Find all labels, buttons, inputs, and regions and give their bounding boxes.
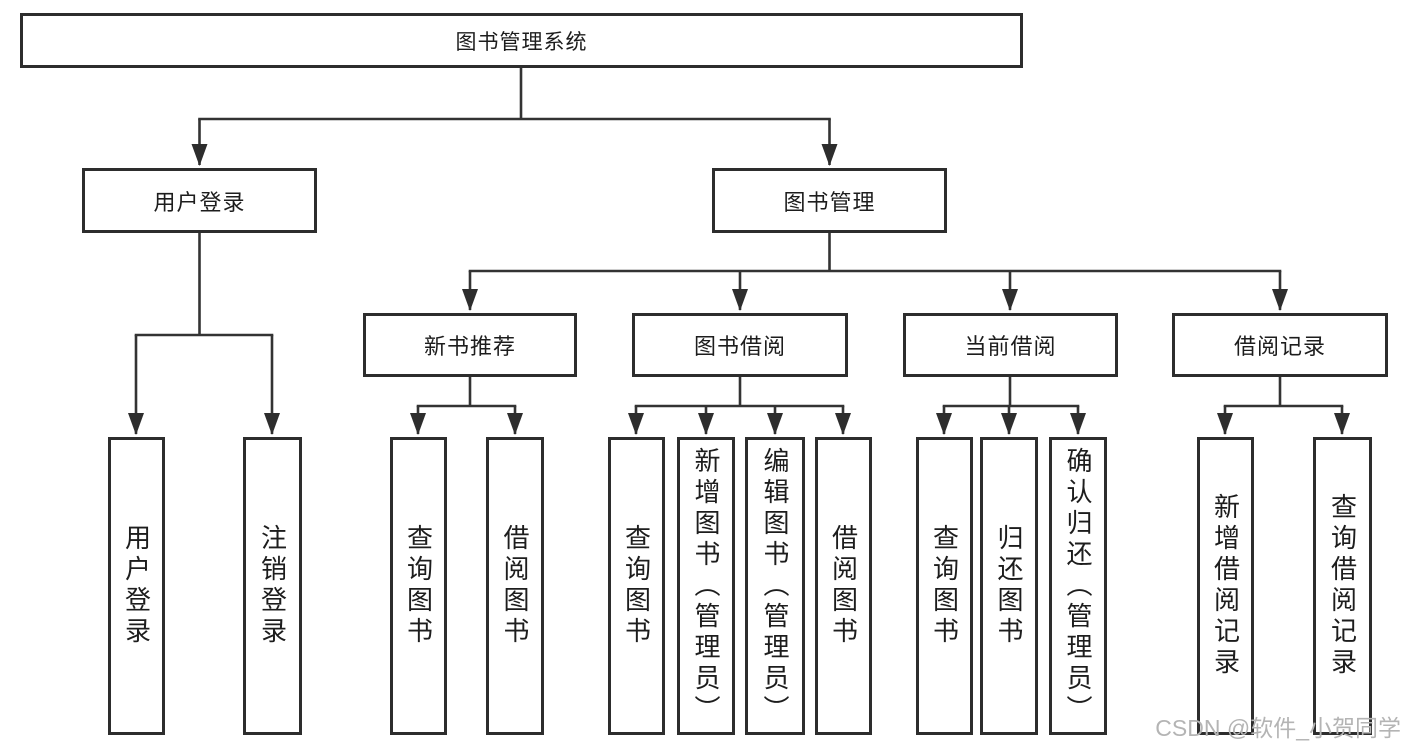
leaf-current-return: 归还图书 xyxy=(980,437,1038,735)
node-root-label: 图书管理系统 xyxy=(455,30,588,54)
node-new-book-recommend: 新书推荐 xyxy=(363,313,577,377)
leaf-newbooks-borrow: 借阅图书 xyxy=(486,437,544,735)
node-user-login: 用户登录 xyxy=(82,168,317,233)
leaf-newbooks-query: 查询图书 xyxy=(390,437,447,735)
leaf-user-login: 用户登录 xyxy=(108,437,165,735)
connector-currentborrow-to-leaves xyxy=(936,377,1086,435)
leaf-borrow-query-label: 查询图书 xyxy=(621,524,652,648)
node-book-management-label: 图书管理 xyxy=(783,189,876,215)
csdn-watermark: CSDN @软件_小贺同学 xyxy=(1155,715,1401,741)
leaf-borrow-add-book: 新增图书（管理员） xyxy=(677,437,735,735)
connector-bookborrow-to-leaves xyxy=(628,377,851,435)
node-borrow-records-label: 借阅记录 xyxy=(1233,334,1326,359)
connector-borrowrecords-to-leaves xyxy=(1217,377,1350,435)
node-book-management: 图书管理 xyxy=(712,168,947,233)
leaf-records-add-label: 新增借阅记录 xyxy=(1210,493,1241,679)
leaf-current-query: 查询图书 xyxy=(916,437,973,735)
leaf-current-return-label: 归还图书 xyxy=(994,524,1024,648)
leaf-current-query-label: 查询图书 xyxy=(929,524,960,648)
node-current-borrow: 当前借阅 xyxy=(903,313,1118,377)
leaf-newbooks-query-label: 查询图书 xyxy=(403,524,434,648)
leaf-current-confirm-return-label: 确认归还（管理员） xyxy=(1063,446,1093,726)
node-book-borrow: 图书借阅 xyxy=(632,313,848,377)
connector-bookmgmt-to-level3 xyxy=(462,233,1288,311)
leaf-borrow-edit-book-label: 编辑图书（管理员） xyxy=(760,446,790,726)
leaf-user-login-label: 用户登录 xyxy=(121,524,152,648)
leaf-borrow-borrow-book-label: 借阅图书 xyxy=(828,524,859,648)
node-user-login-label: 用户登录 xyxy=(153,189,246,215)
node-borrow-records: 借阅记录 xyxy=(1172,313,1388,377)
node-book-borrow-label: 图书借阅 xyxy=(693,334,786,359)
leaf-records-query: 查询借阅记录 xyxy=(1313,437,1372,735)
node-current-borrow-label: 当前借阅 xyxy=(964,334,1057,359)
node-root: 图书管理系统 xyxy=(20,13,1023,68)
connector-root-to-level2 xyxy=(191,68,838,166)
connector-newbooks-to-leaves xyxy=(410,377,523,435)
connector-userlogin-to-leaves xyxy=(128,233,280,435)
node-new-book-recommend-label: 新书推荐 xyxy=(423,334,516,359)
leaf-borrow-edit-book: 编辑图书（管理员） xyxy=(745,437,805,735)
leaf-current-confirm-return: 确认归还（管理员） xyxy=(1049,437,1107,735)
leaf-records-add: 新增借阅记录 xyxy=(1197,437,1254,735)
leaf-logout-label: 注销登录 xyxy=(257,524,288,648)
leaf-borrow-query: 查询图书 xyxy=(608,437,665,735)
leaf-borrow-borrow-book: 借阅图书 xyxy=(815,437,872,735)
leaf-logout: 注销登录 xyxy=(243,437,302,735)
leaf-newbooks-borrow-label: 借阅图书 xyxy=(500,524,530,648)
leaf-borrow-add-book-label: 新增图书（管理员） xyxy=(691,446,721,726)
leaf-records-query-label: 查询借阅记录 xyxy=(1327,493,1358,679)
